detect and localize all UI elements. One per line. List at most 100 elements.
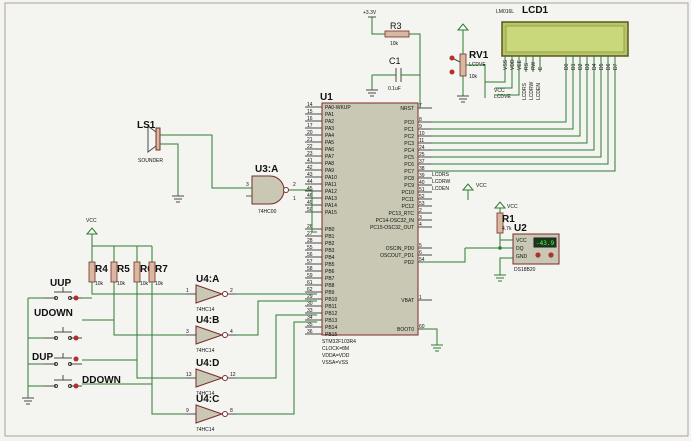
u1-mcu[interactable]: U1 STM32F103R4 CLOCK=8M VDDA=VDD VSSA=VS… xyxy=(305,92,432,366)
lcd-net-lcdve: LCDVE xyxy=(494,94,511,100)
u3a-nand[interactable]: U3:A 74HC00 3 2 1 xyxy=(246,164,296,215)
button-state-led xyxy=(73,335,79,341)
u1-right-pin-num: 3 xyxy=(419,215,422,221)
u1-right-pin-name: PC8 xyxy=(404,176,414,182)
lcd-net-lcdrw: LCDRW xyxy=(529,81,535,100)
gate-part: 74HC14 xyxy=(196,348,215,354)
gate-in-pin: 9 xyxy=(186,408,189,414)
button-label: UUP xyxy=(50,278,71,289)
u1-left-pin-num: 49 xyxy=(307,200,313,206)
ls1-sounder[interactable]: LS1 SOUNDER xyxy=(137,120,163,164)
u1-left-pin-num: 26 xyxy=(307,224,313,230)
u1-left-pin-name: PA6 xyxy=(325,147,334,153)
vcc-left-label: VCC xyxy=(86,218,97,224)
lcd-pin-label: D5 xyxy=(599,63,605,70)
u1-left-pin-num: 59 xyxy=(307,273,313,279)
button-dup[interactable]: DUP xyxy=(32,352,82,366)
u1-right-pin-num: 25 xyxy=(419,152,425,158)
u1-right-pin-name: PC3 xyxy=(404,141,414,147)
u1-left-pin-name: PA3 xyxy=(325,126,334,132)
u1-right-pin-num: 60 xyxy=(419,324,425,330)
u1-left-pin-name: PA10 xyxy=(325,175,337,181)
u1-left-pin-num: 50 xyxy=(307,207,313,213)
u1-left-pin-name: PB6 xyxy=(325,269,335,275)
u1-right-pin-name: PC11 xyxy=(402,197,414,203)
u1-right-pin-name: NRST xyxy=(400,106,414,112)
u1-left-pin-name: PA4 xyxy=(325,133,334,139)
u1-right-pin-num: 1 xyxy=(419,295,422,301)
gate-ref: U4:C xyxy=(196,394,219,405)
u1-right-pin-num: 38 xyxy=(419,166,425,172)
u1-left-pin-num: 42 xyxy=(307,165,313,171)
u1-left-pin-num: 35 xyxy=(307,322,313,328)
button-udown[interactable]: UDOWN xyxy=(34,308,82,341)
u1-left-pin-name: PA0-WKUP xyxy=(325,105,351,111)
u1-left-pin-name: PB9 xyxy=(325,290,335,296)
u1-right-pin-name: PC12 xyxy=(401,204,414,210)
u1-prop-vssa: VSSA=VSS xyxy=(322,360,349,366)
button-state-led xyxy=(73,383,79,389)
lcd-pin-label: D6 xyxy=(606,63,612,70)
u1-right-pin-name: PC14-OSC32_IN xyxy=(376,218,415,224)
u2-part: DS18B20 xyxy=(514,267,536,273)
u1-left-pin-name: PB1 xyxy=(325,234,335,240)
power-3v3-label: +3.3V xyxy=(363,10,377,16)
u1-left-pin-num: 28 xyxy=(307,238,313,244)
rv1-ref: RV1 xyxy=(469,50,489,61)
lcd-pin-label: D0 xyxy=(564,63,570,70)
u1-right-pin-num: 52 xyxy=(419,194,425,200)
u1-left-pin-name: PB4 xyxy=(325,255,335,261)
resistor-ref: R5 xyxy=(117,264,130,275)
u1-left-pin-num: 14 xyxy=(307,102,313,108)
u1-right-pin-name: PC10 xyxy=(401,190,414,196)
u1-right-pin-num: 11 xyxy=(419,138,424,144)
lcd-pin-label: D1 xyxy=(571,63,577,70)
u1-left-pin-num: 20 xyxy=(307,130,313,136)
u1-left-pin-name: PB2 xyxy=(325,241,335,247)
c1[interactable]: C1 0.1uF xyxy=(388,56,402,92)
u1-right-pin-num: 40 xyxy=(419,180,425,186)
u1-net-lcdrs: LCDRS xyxy=(432,172,450,178)
u1-right-pin-name: PC6 xyxy=(404,162,414,168)
u1-left-pin-name: PA14 xyxy=(325,203,337,209)
r3[interactable]: R3 10k xyxy=(384,21,410,47)
resistor-ref: R7 xyxy=(155,264,168,275)
button-ddown[interactable]: DDOWN xyxy=(44,375,121,389)
u1-ref: U1 xyxy=(320,92,333,103)
u1-right-pin-name: PC2 xyxy=(404,134,414,140)
u1-right-pin-num: 5 xyxy=(419,243,422,249)
c1-ref: C1 xyxy=(389,56,401,66)
r1-value: 4.7k xyxy=(502,226,512,232)
lcd-net-lcden: LCDEN xyxy=(536,83,542,100)
r1-ref: R1 xyxy=(502,214,515,225)
button-uup[interactable]: UUP xyxy=(44,278,82,301)
u3a-part: 74HC00 xyxy=(258,209,277,215)
u1-left-pin-name: PA5 xyxy=(325,140,334,146)
u1-left-pin-name: PA7 xyxy=(325,154,334,160)
u1-right-pin-name: PC9 xyxy=(404,183,414,189)
ls1-ref: LS1 xyxy=(137,120,156,131)
u1-left-pin-num: 29 xyxy=(307,294,313,300)
gate-ref: U4:D xyxy=(196,358,219,369)
r3-ref: R3 xyxy=(390,21,402,31)
u1-left-pin-num: 56 xyxy=(307,252,313,258)
lcd-data-wires xyxy=(423,72,616,172)
u1-left-pin-name: PB8 xyxy=(325,283,335,289)
lcd-pin-label: E xyxy=(538,66,544,70)
u1-left-pin-num: 23 xyxy=(307,151,313,157)
gate-in-pin: 13 xyxy=(186,372,192,378)
u1-right-pins: 7NRST8PC09PC110PC211PC324PC425PC537PC638… xyxy=(370,103,432,333)
u1-right-pin-name: PC4 xyxy=(404,148,414,154)
gate-out-pin: 12 xyxy=(230,372,236,378)
u1-left-pin-num: 34 xyxy=(307,315,313,321)
u2-ds18b20[interactable]: U2 VCC DQ GND -43.9 DS18B20 xyxy=(512,223,560,273)
u1-left-pin-num: 45 xyxy=(307,186,313,192)
